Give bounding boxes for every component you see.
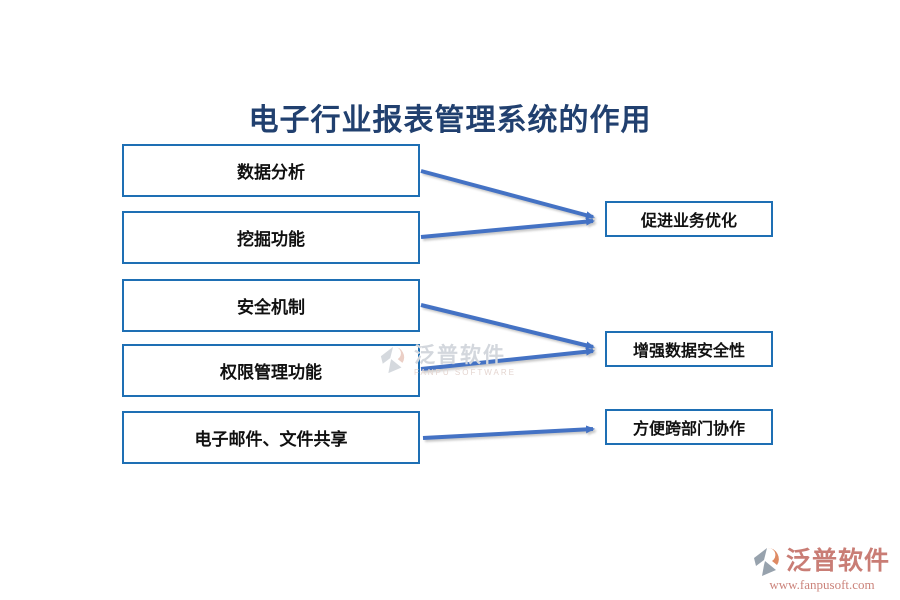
feature-box-mining: 挖掘功能 (122, 211, 420, 264)
benefit-box-label: 促进业务优化 (640, 213, 737, 230)
diagram-title: 电子行业报表管理系统的作用 (248, 104, 652, 137)
feature-box-email-file-sharing: 电子邮件、文件共享 (122, 411, 420, 464)
feature-box-data-analysis: 数据分析 (122, 144, 420, 197)
feature-box-label: 安全机制 (237, 298, 305, 317)
footer-brand: 泛普软件 www.fanpusoft.com (752, 546, 892, 593)
fanpu-logo-icon (754, 547, 779, 576)
feature-box-permission-management: 权限管理功能 (122, 344, 420, 397)
benefit-box-business-optimization: 促进业务优化 (605, 201, 773, 237)
feature-box-label: 数据分析 (237, 163, 305, 182)
footer-brand-name: 泛普软件 (786, 548, 891, 575)
feature-box-label: 电子邮件、文件共享 (194, 430, 348, 449)
feature-box-label: 挖掘功能 (237, 230, 305, 249)
arrow-email-to-collaboration (422, 425, 595, 440)
arrow-security-to-data-security (420, 303, 595, 350)
watermark-brand-cn: 泛普软件 (414, 343, 506, 367)
watermark-brand-en: FANPU SOFTWARE (414, 368, 516, 377)
arrow-data-analysis-to-optimization (420, 169, 595, 220)
watermark-text: 泛普软件 FANPU SOFTWARE (414, 344, 516, 377)
footer-brand-row: 泛普软件 (752, 546, 892, 578)
feature-box-security-mechanism: 安全机制 (122, 279, 420, 332)
benefit-box-data-security: 增强数据安全性 (605, 331, 773, 367)
benefit-box-label: 方便跨部门协作 (632, 421, 745, 438)
feature-box-label: 权限管理功能 (220, 363, 322, 382)
benefit-box-label: 增强数据安全性 (632, 343, 745, 360)
footer-brand-url: www.fanpusoft.com (769, 577, 875, 592)
arrow-mining-to-optimization (420, 217, 595, 239)
benefit-box-cross-department: 方便跨部门协作 (605, 409, 773, 445)
arrow-permission-to-data-security (420, 347, 595, 371)
